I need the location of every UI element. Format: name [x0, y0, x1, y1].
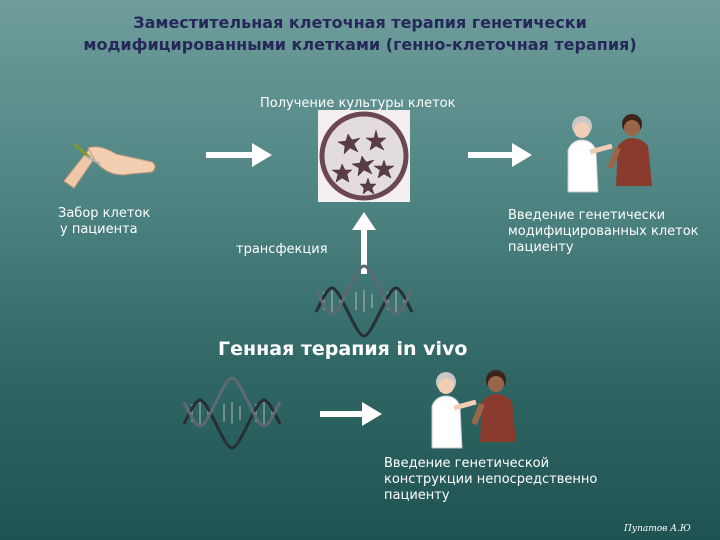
dna-icon [182, 376, 282, 450]
label-direct-line-1: Введение генетической [384, 456, 550, 471]
arrow-right-icon [206, 143, 272, 167]
arrow-up-icon [352, 212, 376, 274]
dna-icon [314, 264, 414, 338]
label-collection-line-2: у пациента [60, 222, 138, 237]
label-collection-line-1: Забор клеток [58, 206, 151, 221]
label-collection: Забор клеток у пациента [58, 206, 150, 238]
doctor-patient-icon [567, 114, 652, 193]
author-credit: Пупатов А.Ю [624, 524, 691, 534]
arm-icon [63, 142, 156, 189]
petri-dish-icon [318, 110, 410, 202]
page-title: Заместительная клеточная терапия генетич… [0, 12, 720, 56]
label-direct-line-3: пациенту [384, 488, 450, 503]
label-direct: Введение генетической конструкции непоср… [384, 456, 597, 504]
section-title: Генная терапия in vivo [218, 338, 468, 360]
title-line-1: Заместительная клеточная терапия генетич… [133, 13, 587, 32]
label-injection-line-3: пациенту [508, 240, 574, 255]
doctor-patient-icon [431, 370, 516, 449]
arrow-right-icon [320, 402, 382, 426]
label-culture: Получение культуры клеток [260, 96, 456, 111]
title-line-2: модифицированными клетками (генно-клеточ… [83, 35, 637, 54]
label-injection: Введение генетически модифицированных кл… [508, 208, 699, 256]
label-direct-line-2: конструкции непосредственно [384, 472, 598, 487]
label-injection-line-2: модифицированных клеток [508, 224, 699, 239]
label-transfection: трансфекция [236, 242, 328, 257]
label-injection-line-1: Введение генетически [508, 208, 666, 223]
arrow-right-icon [468, 143, 532, 167]
